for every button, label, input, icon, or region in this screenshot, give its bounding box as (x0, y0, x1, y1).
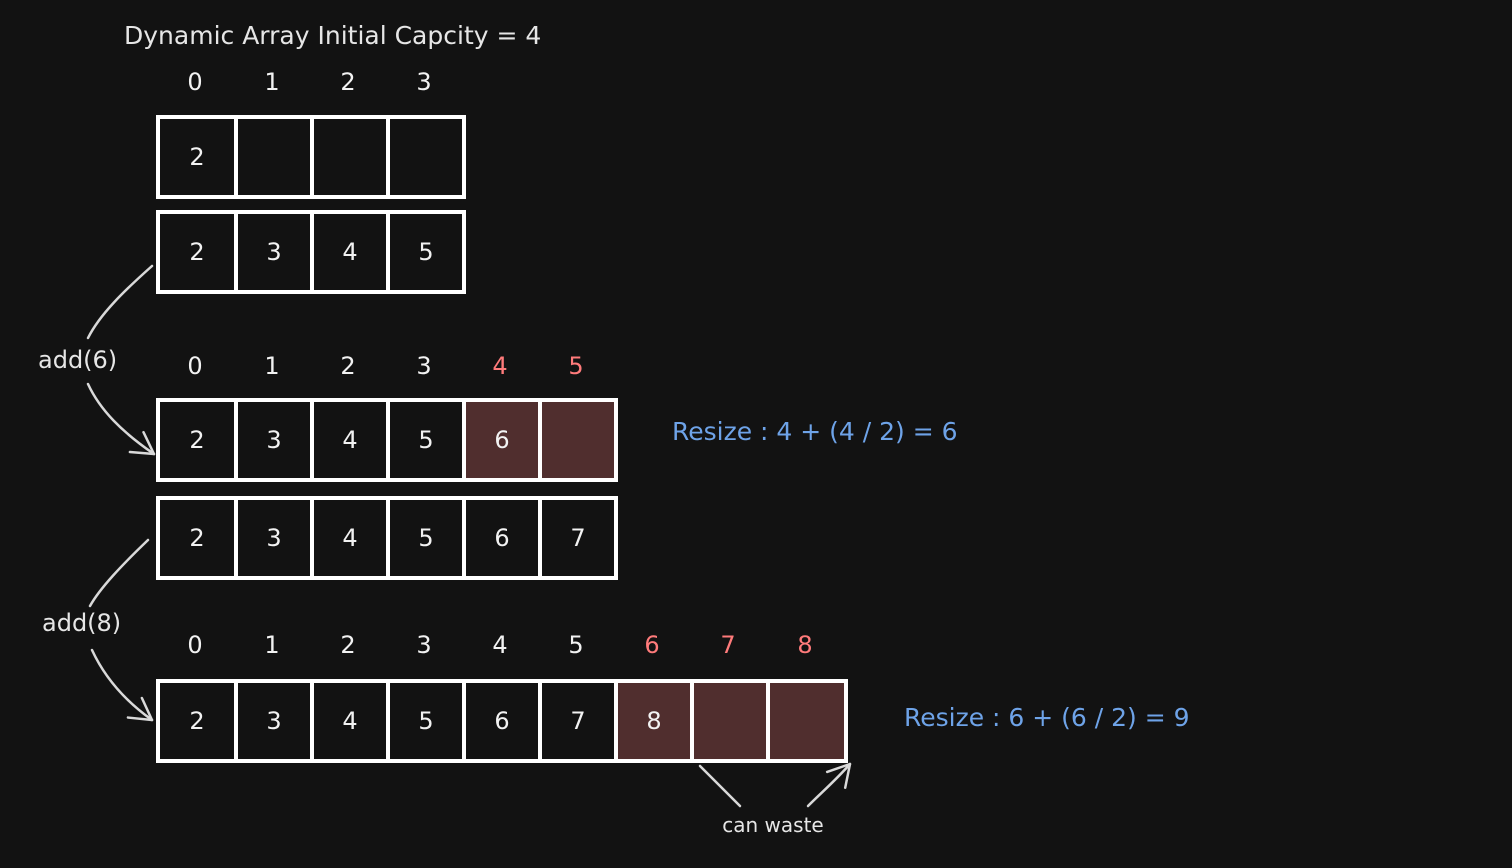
array-cell-value: 6 (494, 426, 509, 454)
array-cell (156, 210, 238, 294)
array-cell-value: 2 (189, 143, 204, 171)
diagram-title: Dynamic Array Initial Capcity = 4 (124, 21, 541, 50)
array-index-label: 2 (340, 68, 355, 96)
array-rows: 0 1 2 3 2 2 3 4 5 0 1 2 3 4 5 2 3 4 5 6 2 3 4 5 6 7 0 1 2 3 4 5 6 7 8 2 3 4 5 6… (156, 68, 848, 763)
array-cell-new (766, 679, 848, 763)
array-index-label: 5 (568, 352, 583, 380)
array-index-label: 1 (264, 352, 279, 380)
array-cell-value: 7 (570, 707, 585, 735)
array-cell (234, 115, 314, 199)
array-cell-new (538, 398, 618, 482)
array-cell (234, 398, 314, 482)
array-index-label: 5 (568, 631, 583, 659)
resize-note-1: Resize : 4 + (4 / 2) = 6 (672, 417, 958, 446)
array-index-label: 1 (264, 631, 279, 659)
array-cell (310, 115, 390, 199)
array-cell-value: 4 (342, 238, 357, 266)
array-cell-value: 6 (494, 707, 509, 735)
add-6-arrow-bottom (86, 382, 156, 456)
array-cell (234, 210, 314, 294)
array-index-label: 2 (340, 631, 355, 659)
array-cell-value: 4 (342, 426, 357, 454)
array-row: 0 1 2 3 2 (156, 68, 466, 199)
array-cell-value: 5 (418, 238, 433, 266)
array-cell (234, 496, 314, 580)
array-cell-value: 2 (189, 426, 204, 454)
array-cell (462, 679, 542, 763)
array-cell-value: 2 (189, 524, 204, 552)
array-index-label: 0 (187, 68, 202, 96)
array-cell-value: 3 (266, 707, 281, 735)
array-index-label: 1 (264, 68, 279, 96)
add-8-label: add(8) (42, 609, 121, 637)
array-cell-new (614, 679, 694, 763)
waste-note: can waste (722, 813, 823, 837)
array-index-label: 0 (187, 631, 202, 659)
array-cell (386, 210, 466, 294)
array-index-label: 0 (187, 352, 202, 380)
array-row: 0 1 2 3 4 5 6 7 8 2 3 4 5 6 7 8 (156, 631, 848, 763)
array-index-label: 7 (720, 631, 735, 659)
waste-arrow-left (698, 764, 742, 808)
add-6-label: add(6) (38, 346, 117, 374)
array-cell (386, 679, 466, 763)
array-index-label: 3 (416, 631, 431, 659)
array-cell (156, 115, 238, 199)
array-row: 0 1 2 3 4 5 2 3 4 5 6 (156, 352, 618, 482)
array-index-label: 6 (644, 631, 659, 659)
array-cell-value: 5 (418, 524, 433, 552)
array-cell (538, 496, 618, 580)
array-cell-new (690, 679, 770, 763)
array-index-label: 3 (416, 352, 431, 380)
array-cell-value: 3 (266, 238, 281, 266)
array-index-label: 4 (492, 352, 507, 380)
array-cell (156, 679, 238, 763)
array-index-label: 2 (340, 352, 355, 380)
array-row: 2 3 4 5 (156, 210, 466, 294)
array-cell (310, 398, 390, 482)
array-cell (386, 115, 466, 199)
array-cell-value: 5 (418, 707, 433, 735)
array-cell-value: 2 (189, 238, 204, 266)
array-cell-value: 5 (418, 426, 433, 454)
array-cell-value: 4 (342, 707, 357, 735)
resize-note-2: Resize : 6 + (6 / 2) = 9 (904, 703, 1190, 732)
array-index-label: 8 (797, 631, 812, 659)
add-8-arrow-bottom (90, 648, 154, 722)
array-cell-value: 6 (494, 524, 509, 552)
array-cell (310, 679, 390, 763)
array-row: 2 3 4 5 6 7 (156, 496, 618, 580)
array-index-label: 3 (416, 68, 431, 96)
array-cell-value: 7 (570, 524, 585, 552)
add-6-arrow-top (86, 264, 154, 340)
array-cell (386, 398, 466, 482)
waste-arrow-right (806, 762, 852, 808)
array-cell-value: 3 (266, 426, 281, 454)
array-cell-value: 8 (646, 707, 661, 735)
array-index-label: 4 (492, 631, 507, 659)
array-cell (310, 496, 390, 580)
array-cell-new (462, 398, 542, 482)
array-cell-value: 4 (342, 524, 357, 552)
array-cell-value: 2 (189, 707, 204, 735)
array-cell-value: 3 (266, 524, 281, 552)
add-8-arrow-top (88, 538, 150, 608)
